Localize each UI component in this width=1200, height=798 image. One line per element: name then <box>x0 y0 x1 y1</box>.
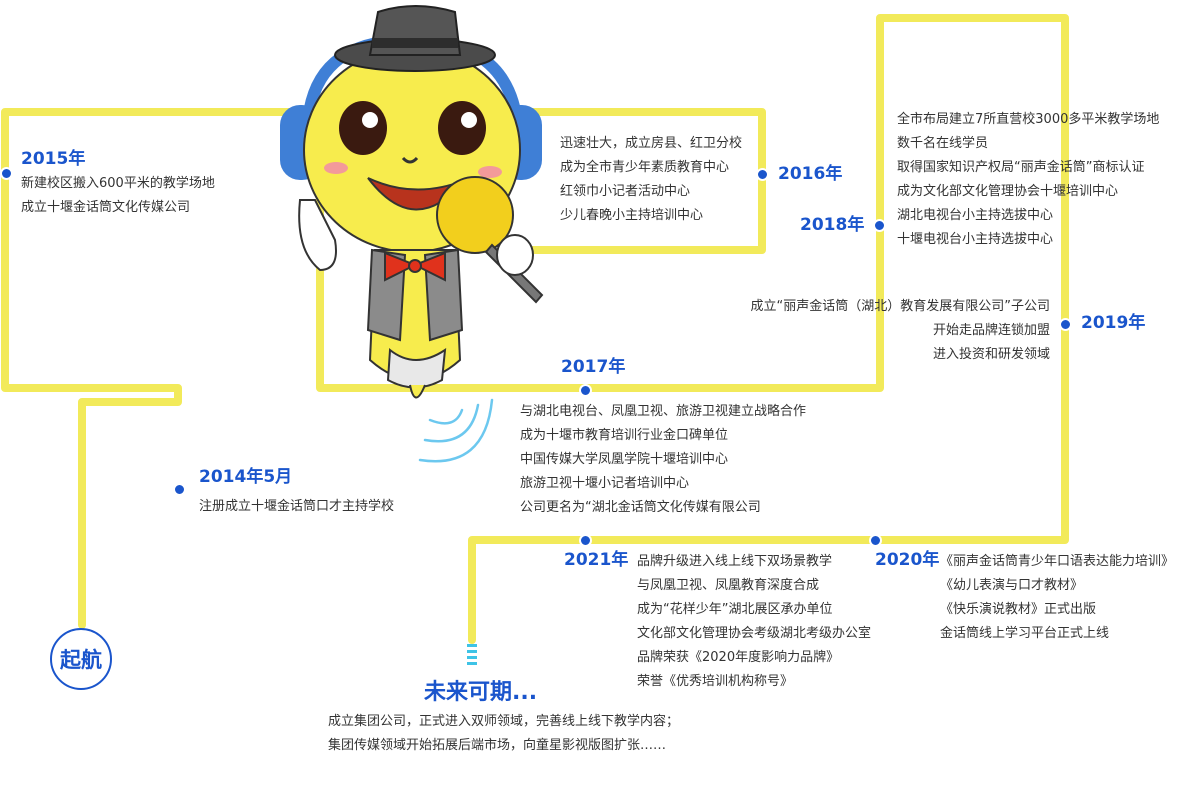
milestone-line: 成为文化部文化管理协会十堰培训中心 <box>897 184 1119 199</box>
mascot-illustration <box>280 5 544 399</box>
bowtie-icon <box>384 251 446 282</box>
milestone-line: 中国传媒大学凤凰学院十堰培训中心 <box>520 452 729 467</box>
milestone-line: 旅游卫视十堰小记者培训中心 <box>520 476 690 491</box>
milestone-line: 《幼儿表演与口才教材》 <box>940 578 1084 593</box>
timeline-dot-2021 <box>579 534 592 547</box>
mascot-nose <box>401 156 419 164</box>
year-label-2021: 2021年 <box>564 550 629 570</box>
milestone-desc-2019: 成立“丽声金话筒（湖北）教育发展有限公司”子公司 开始走品牌连锁加盟 进入投资和… <box>720 295 1050 367</box>
milestone-line: 成为全市青少年素质教育中心 <box>560 160 730 175</box>
milestone-line: 新建校区搬入600平米的教学场地 <box>21 176 215 191</box>
timeline-dot-2017 <box>579 384 592 397</box>
milestone-line: 荣誉《优秀培训机构称号》 <box>637 674 794 689</box>
hat-icon <box>334 5 496 72</box>
milestone-line: 全市布局建立7所直营校3000多平米教学场地 <box>897 112 1160 127</box>
timeline-dot-2014 <box>173 483 186 496</box>
timeline-dot-2020 <box>869 534 882 547</box>
milestone-desc-2017: 与湖北电视台、凤凰卫视、旅游卫视建立战略合作 成为十堰市教育培训行业金口碑单位 … <box>520 400 806 520</box>
future-title: 未来可期... <box>424 680 538 705</box>
eyes <box>339 101 486 155</box>
milestone-line: 注册成立十堰金话筒口才主持学校 <box>199 499 395 514</box>
milestone-line: 与湖北电视台、凤凰卫视、旅游卫视建立战略合作 <box>520 404 807 419</box>
milestone-line: 取得国家知识产权局“丽声金话筒”商标认证 <box>897 160 1145 175</box>
milestone-desc-2018: 全市布局建立7所直营校3000多平米教学场地 数千名在线学员 取得国家知识产权局… <box>897 108 1159 252</box>
milestone-line: 迅速壮大，成立房县、红卫分校 <box>560 136 743 151</box>
milestone-line: 湖北电视台小主持选拔中心 <box>897 208 1054 223</box>
milestone-line: 少儿春晚小主持培训中心 <box>560 208 704 223</box>
timeline-loop-2016 <box>520 108 766 254</box>
start-badge: 起航 <box>50 628 112 690</box>
milestone-line: 开始走品牌连锁加盟 <box>932 323 1050 338</box>
milestone-line: 成立十堰金话筒文化传媒公司 <box>21 200 191 215</box>
year-label-2020: 2020年 <box>875 550 940 570</box>
future-line: 成立集团公司，正式进入双师领域，完善线上线下教学内容； <box>328 714 680 729</box>
pointing-hand <box>298 199 337 272</box>
milestone-line: 十堰电视台小主持选拔中心 <box>897 232 1054 247</box>
year-label-2015: 2015年 <box>21 149 86 169</box>
timeline-dot-2019 <box>1059 318 1072 331</box>
timeline-dot-2018 <box>873 219 886 232</box>
milestone-line: 数千名在线学员 <box>897 136 989 151</box>
year-label-2019: 2019年 <box>1081 313 1146 333</box>
milestone-desc-2021: 品牌升级进入线上线下双场景教学 与凤凰卫视、凤凰教育深度合成 成为“花样少年”湖… <box>637 550 871 694</box>
future-dash-marks <box>467 644 477 665</box>
milestone-line: 成为十堰市教育培训行业金口碑单位 <box>520 428 729 443</box>
timeline-dot-2016 <box>756 168 769 181</box>
body <box>366 248 464 399</box>
milestone-line: 红领巾小记者活动中心 <box>560 184 691 199</box>
year-label-2018: 2018年 <box>800 215 865 235</box>
milestone-desc-2014: 注册成立十堰金话筒口才主持学校 <box>199 495 394 519</box>
milestone-line: 文化部文化管理协会考级湖北考级办公室 <box>637 626 872 641</box>
milestone-line: 《快乐演说教材》正式出版 <box>940 602 1097 617</box>
future-desc: 成立集团公司，正式进入双师领域，完善线上线下教学内容； 集团传媒领域开始拓展后端… <box>328 710 679 758</box>
milestone-desc-2016: 迅速壮大，成立房县、红卫分校 成为全市青少年素质教育中心 红领巾小记者活动中心 … <box>560 132 742 228</box>
milestone-line: 品牌升级进入线上线下双场景教学 <box>637 554 833 569</box>
milestone-line: 《丽声金话筒青少年口语表达能力培训》 <box>940 554 1175 569</box>
milestone-line: 金话筒线上学习平台正式上线 <box>940 626 1110 641</box>
milestone-line: 公司更名为“湖北金话筒文化传媒有限公司 <box>520 500 761 515</box>
milestone-line: 成为“花样少年”湖北展区承办单位 <box>637 602 833 617</box>
milestone-line: 进入投资和研发领域 <box>932 347 1050 362</box>
microphone-icon <box>436 176 544 304</box>
future-line: 集团传媒领域开始拓展后端市场，向童星影视版图扩张…… <box>328 738 667 753</box>
year-label-2017: 2017年 <box>561 357 626 377</box>
year-label-2014: 2014年5月 <box>199 467 293 487</box>
milestone-line: 成立“丽声金话筒（湖北）教育发展有限公司”子公司 <box>750 299 1050 314</box>
milestone-line: 与凤凰卫视、凤凰教育深度合成 <box>637 578 820 593</box>
year-label-2016: 2016年 <box>778 164 843 184</box>
timeline-dot-2015 <box>0 167 13 180</box>
milestone-desc-2015: 新建校区搬入600平米的教学场地 成立十堰金话筒文化传媒公司 <box>21 172 215 220</box>
sound-waves <box>418 398 494 463</box>
milestone-line: 品牌荣获《2020年度影响力品牌》 <box>637 650 840 665</box>
milestone-desc-2020: 《丽声金话筒青少年口语表达能力培训》 《幼儿表演与口才教材》 《快乐演说教材》正… <box>940 550 1174 646</box>
